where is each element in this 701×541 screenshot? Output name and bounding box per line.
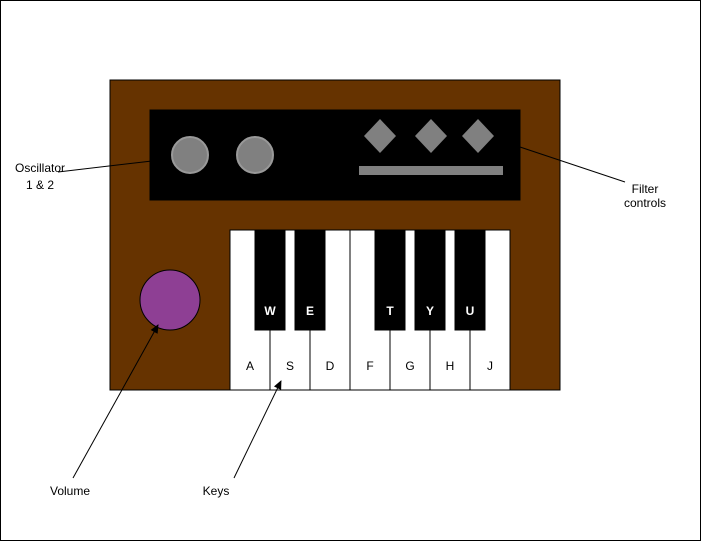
white-key-label-g: G	[405, 359, 414, 373]
oscillator-knob-2[interactable]	[236, 136, 274, 174]
filter-label-line1: Filter	[632, 182, 659, 196]
white-key-label-h: H	[446, 359, 455, 373]
white-key-label-f: F	[366, 359, 373, 373]
volume-arrow	[72, 324, 159, 479]
black-key-label-u: U	[466, 304, 475, 318]
keys-label: Keys	[203, 484, 230, 498]
white-key-label-s: S	[286, 359, 294, 373]
filter-slider[interactable]	[359, 166, 503, 175]
oscillator-label-line1: Oscillator	[15, 161, 65, 175]
oscillator-knob-1[interactable]	[171, 136, 209, 174]
black-key-label-e: E	[306, 304, 314, 318]
control-panel	[149, 109, 521, 201]
keyboard: A S D F G H J W E T Y U	[229, 229, 511, 391]
black-key-label-w: W	[264, 304, 276, 318]
oscillator-leader-line	[57, 160, 153, 173]
filter-leader-line	[519, 146, 626, 183]
white-key-label-a: A	[246, 359, 254, 373]
volume-label: Volume	[50, 484, 90, 498]
black-key-e[interactable]	[294, 229, 326, 331]
filter-control-1[interactable]	[364, 119, 396, 153]
volume-knob[interactable]	[139, 269, 201, 331]
oscillator-label-line2: 1 & 2	[26, 178, 54, 192]
keys-arrow	[233, 380, 282, 479]
filter-label-line2: controls	[624, 196, 666, 210]
black-key-t[interactable]	[374, 229, 406, 331]
black-key-u[interactable]	[454, 229, 486, 331]
black-key-label-y: Y	[426, 304, 434, 318]
filter-control-3[interactable]	[462, 119, 494, 153]
black-key-label-t: T	[386, 304, 394, 318]
black-key-y[interactable]	[414, 229, 446, 331]
white-key-label-j: J	[487, 359, 493, 373]
filter-control-2[interactable]	[415, 119, 447, 153]
black-key-w[interactable]	[254, 229, 286, 331]
white-key-label-d: D	[326, 359, 335, 373]
